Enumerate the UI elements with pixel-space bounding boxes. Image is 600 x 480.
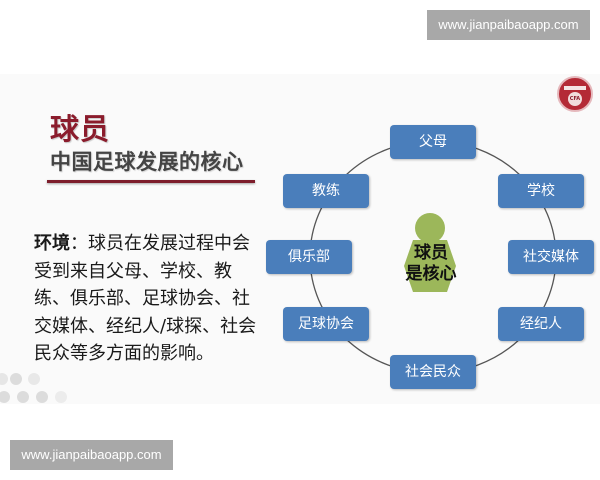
watermark-bottom: www.jianpaibaoapp.com <box>10 440 173 470</box>
center-label-line1: 球员 <box>414 243 448 263</box>
node-football-association: 足球协会 <box>283 307 369 341</box>
logo-band <box>564 86 586 90</box>
environment-colon: ： <box>70 233 88 254</box>
environment-description: 环境：球员在发展过程中会受到来自父母、学校、教练、俱乐部、足球协会、社交媒体、经… <box>34 230 266 368</box>
center-label: 球员 是核心 <box>400 243 462 285</box>
node-public: 社会民众 <box>390 355 476 389</box>
node-club: 俱乐部 <box>266 240 352 274</box>
environment-label: 环境 <box>34 233 70 254</box>
slide-title: 球员 <box>50 112 111 146</box>
logo-emblem: CFA <box>568 92 582 106</box>
node-parents: 父母 <box>390 125 476 159</box>
title-underline <box>47 180 255 183</box>
watermark-top: www.jianpaibaoapp.com <box>427 10 590 40</box>
node-social-media: 社交媒体 <box>508 240 594 274</box>
slide-subtitle: 中国足球发展的核心 <box>50 150 244 174</box>
node-agent: 经纪人 <box>498 307 584 341</box>
environment-text: 球员在发展过程中会受到来自父母、学校、教练、俱乐部、足球协会、社交媒体、经纪人/… <box>34 233 257 364</box>
center-label-line2: 是核心 <box>405 264 457 284</box>
cfa-logo: CFA <box>557 76 593 112</box>
node-coach: 教练 <box>283 174 369 208</box>
player-figure-icon <box>404 213 456 292</box>
node-school: 学校 <box>498 174 584 208</box>
slide-background <box>0 74 600 404</box>
